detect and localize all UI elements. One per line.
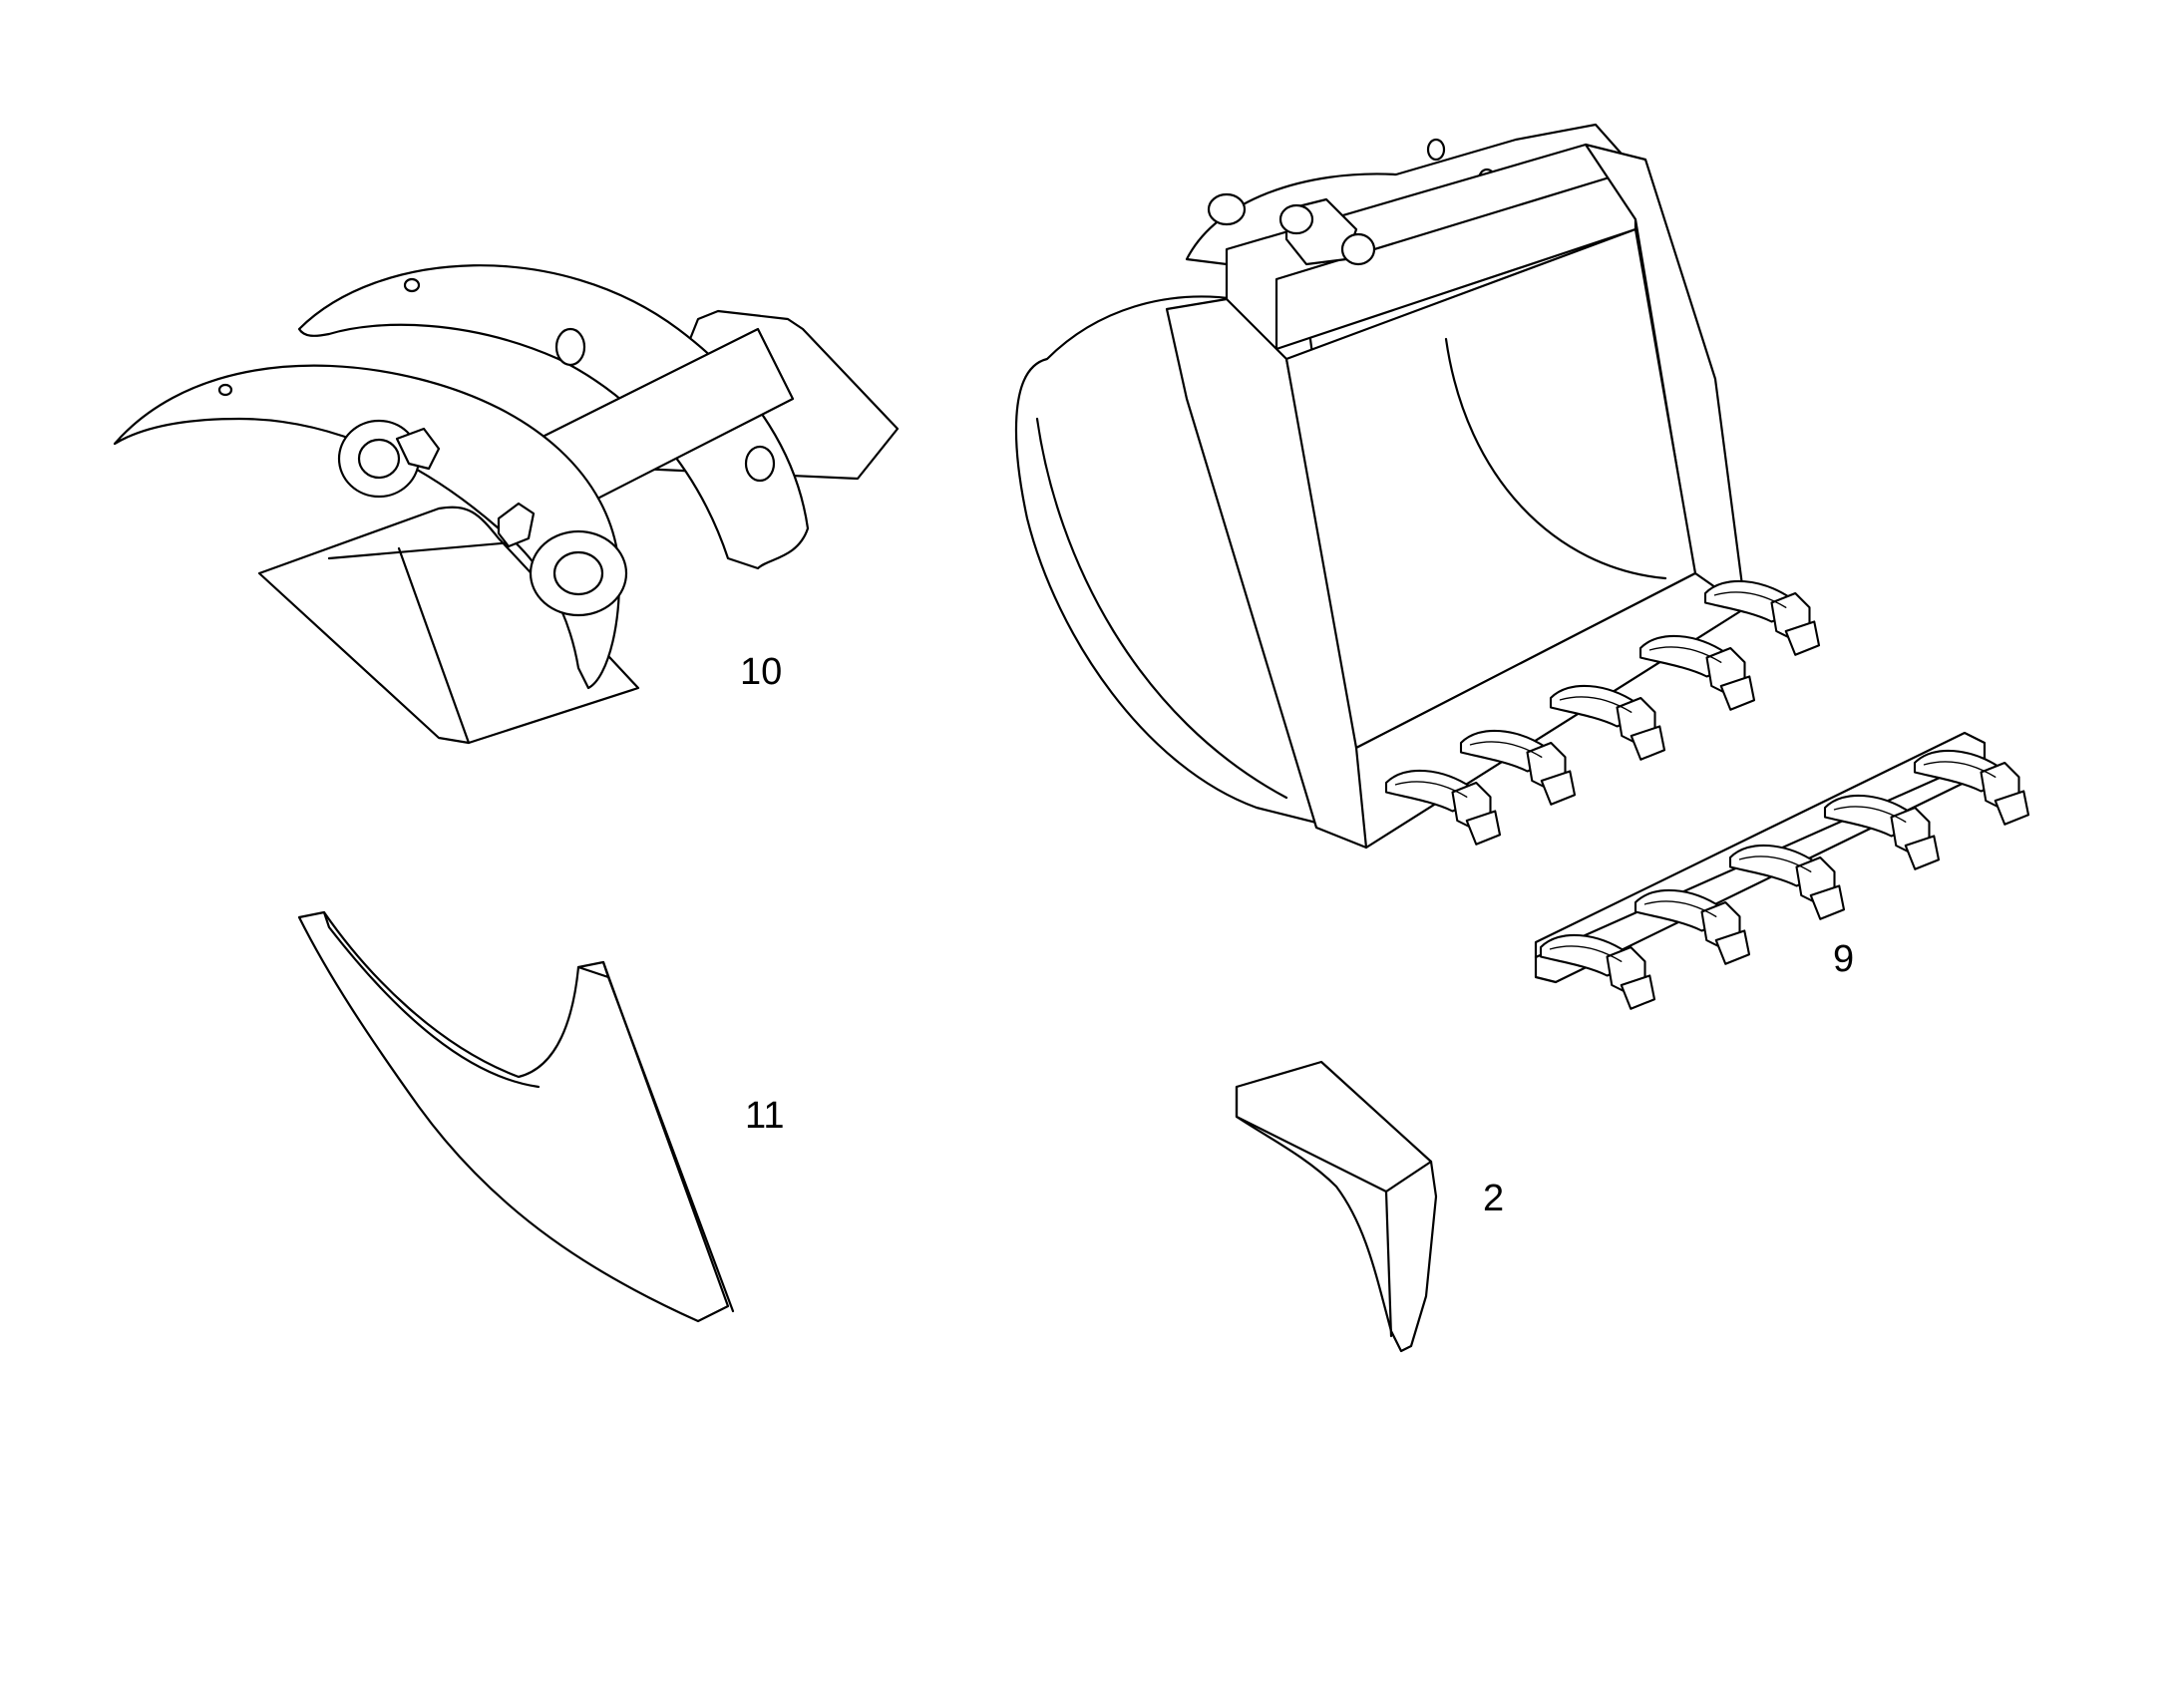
tooth — [1823, 794, 1941, 870]
tooth — [1913, 749, 2030, 826]
callout-part-11: 11 — [745, 1095, 785, 1137]
tooth — [1539, 933, 1656, 1010]
callout-part-9: 9 — [1833, 938, 1855, 980]
callout-part-2: 2 — [1483, 1178, 1505, 1219]
part-9-tooth-bar — [1534, 731, 2030, 1010]
tooth — [1549, 684, 1666, 761]
bucket-assembly — [1014, 123, 1821, 850]
part-11-side-plate — [297, 910, 735, 1323]
part-10-bucket-frame — [113, 264, 900, 745]
callout-part-10: 10 — [740, 651, 783, 693]
part-2-side-cutter — [1235, 1060, 1438, 1353]
tooth — [1459, 729, 1577, 806]
tooth — [1384, 769, 1502, 846]
tooth — [1703, 579, 1821, 656]
tooth — [1638, 634, 1756, 711]
tooth — [1728, 844, 1846, 920]
tooth — [1634, 888, 1751, 965]
